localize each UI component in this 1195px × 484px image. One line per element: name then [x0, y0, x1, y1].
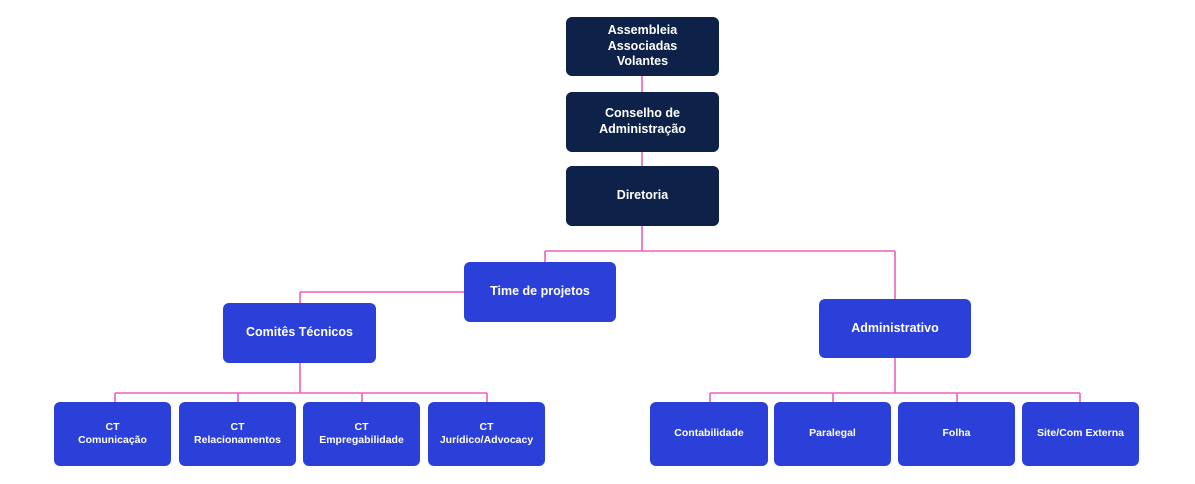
node-paralegal: Paralegal — [774, 402, 891, 466]
node-folha: Folha — [898, 402, 1015, 466]
node-ct-juridico-line2: Jurídico/Advocacy — [439, 434, 534, 446]
node-ct-comunicacao-line1: CT — [105, 420, 120, 433]
node-ct-comunicacao-line2: Comunicação — [78, 434, 147, 446]
node-ct-empregabilidade-line2: Empregabilidade — [319, 434, 404, 446]
node-contabilidade-label: Contabilidade — [674, 427, 744, 440]
node-paralegal-label: Paralegal — [809, 427, 856, 440]
node-conselho-line2: Administração — [599, 122, 686, 136]
node-comites-tecnicos-label: Comitês Técnicos — [246, 325, 353, 340]
node-assembleia-line3: Volantes — [616, 54, 669, 69]
node-conselho: Conselho de Administração — [566, 92, 719, 152]
node-site-com-externa-label: Site/Com Externa — [1037, 427, 1124, 440]
node-site-com-externa: Site/Com Externa — [1022, 402, 1139, 466]
node-diretoria-label: Diretoria — [616, 188, 669, 203]
node-ct-comunicacao: CT Comunicação — [54, 402, 171, 466]
node-time-de-projetos-label: Time de projetos — [490, 284, 590, 299]
node-ct-empregabilidade-line1: CT — [354, 420, 369, 433]
node-ct-juridico-line1: CT — [479, 420, 494, 433]
node-contabilidade: Contabilidade — [650, 402, 768, 466]
node-time-de-projetos: Time de projetos — [464, 262, 616, 322]
node-assembleia-line1: Assembleia — [607, 23, 678, 38]
node-diretoria: Diretoria — [566, 166, 719, 226]
node-ct-relacionamentos-line2: Relacionamentos — [194, 434, 281, 446]
node-ct-relacionamentos: CT Relacionamentos — [179, 402, 296, 466]
node-assembleia: Assembleia Associadas Volantes — [566, 17, 719, 76]
node-administrativo: Administrativo — [819, 299, 971, 358]
node-folha-label: Folha — [942, 427, 971, 440]
node-ct-juridico: CT Jurídico/Advocacy — [428, 402, 545, 466]
node-administrativo-label: Administrativo — [851, 320, 939, 335]
node-ct-relacionamentos-line1: CT — [230, 420, 245, 433]
node-conselho-line1: Conselho de — [604, 106, 680, 121]
node-assembleia-line2: Associadas — [607, 38, 678, 53]
node-ct-empregabilidade: CT Empregabilidade — [303, 402, 420, 466]
node-comites-tecnicos: Comitês Técnicos — [223, 303, 376, 363]
